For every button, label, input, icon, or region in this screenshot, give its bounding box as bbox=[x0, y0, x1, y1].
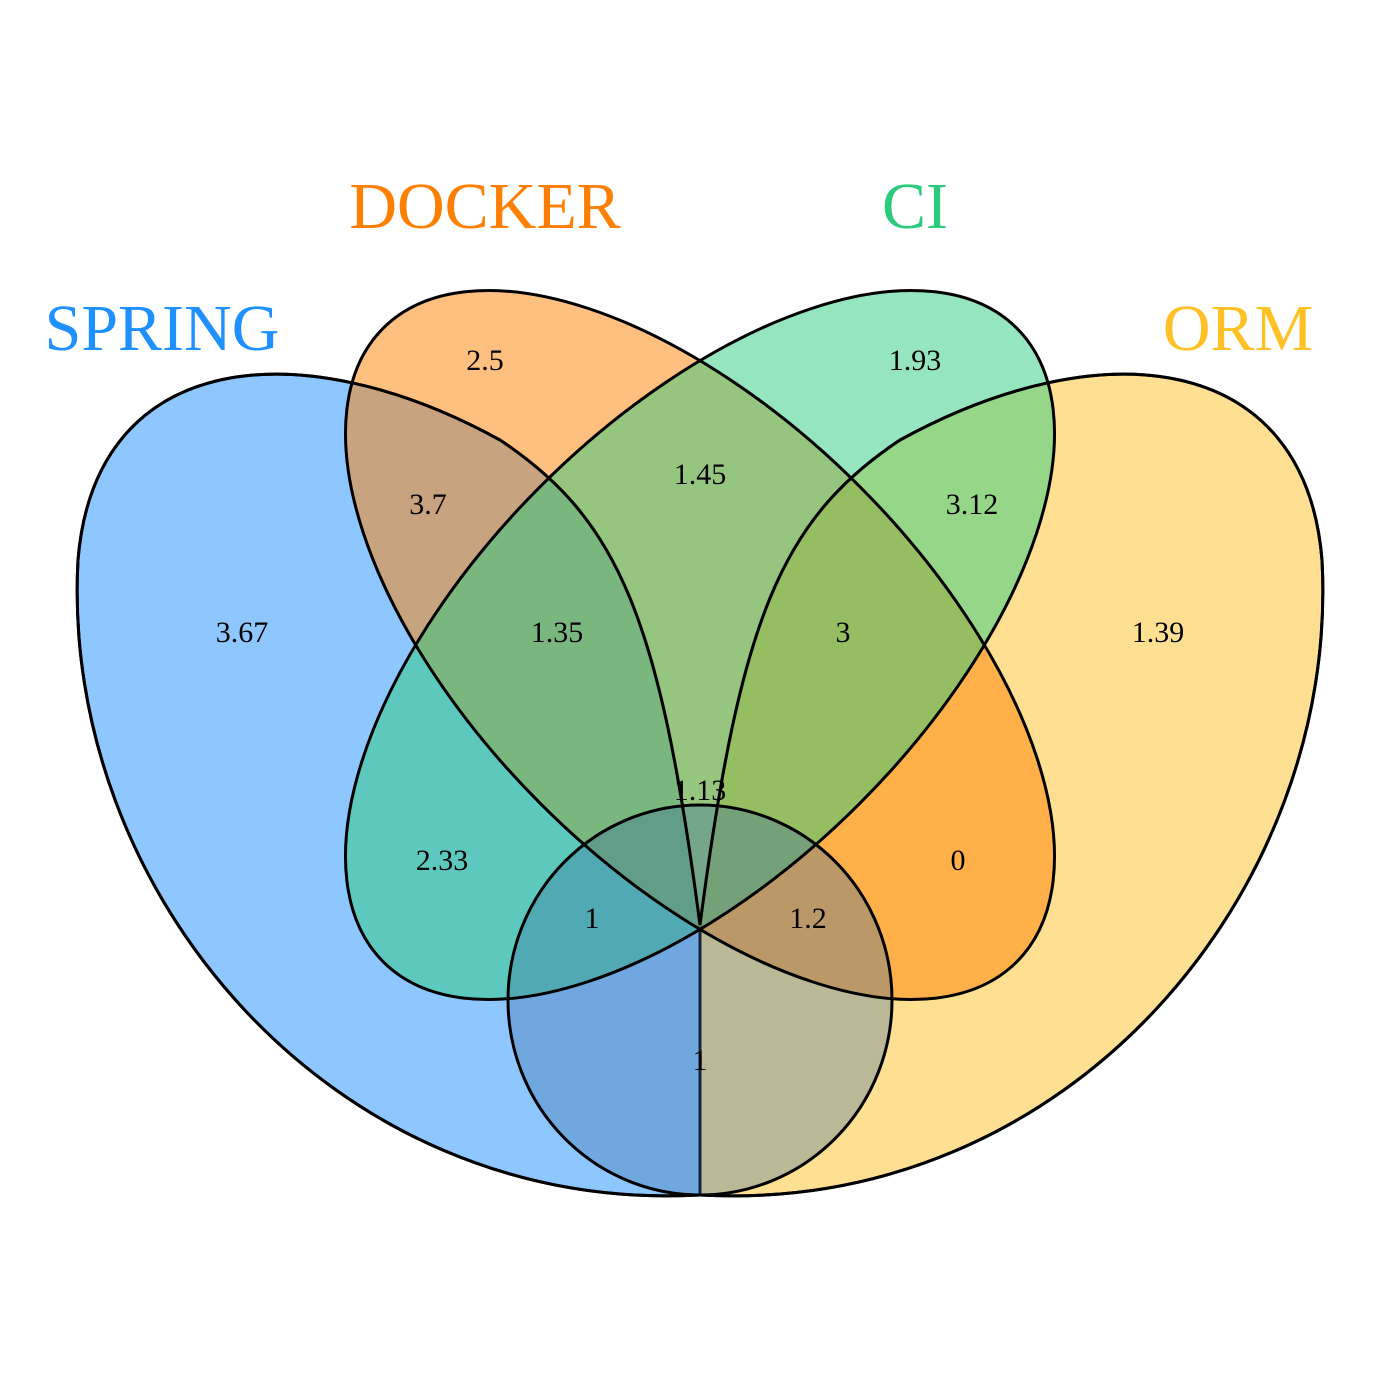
docker-label: DOCKER bbox=[349, 170, 620, 243]
region-spring-ci: 2.33 bbox=[416, 844, 469, 877]
set-outlines bbox=[75, 289, 1325, 1198]
region-all-four: 1.13 bbox=[674, 774, 727, 807]
orm-outline bbox=[698, 372, 1325, 1198]
region-ci-orm: 3.12 bbox=[946, 488, 999, 521]
region-ci-only: 1.93 bbox=[889, 344, 942, 377]
region-docker-orm: 0 bbox=[951, 844, 966, 877]
set-fills bbox=[75, 290, 1325, 1198]
region-docker-only: 2.5 bbox=[466, 344, 504, 377]
region-spring-docker-orm: 1.2 bbox=[789, 902, 827, 935]
region-docker-ci-orm: 3 bbox=[836, 616, 851, 649]
region-spring-docker-ci: 1.35 bbox=[531, 616, 584, 649]
region-orm-only: 1.39 bbox=[1132, 616, 1185, 649]
region-spring-docker: 3.7 bbox=[409, 488, 447, 521]
ci-set-shape bbox=[345, 290, 1055, 1000]
spring-outline bbox=[75, 372, 702, 1198]
region-values: 3.67 2.5 1.93 1.39 3.7 1.45 3.12 1.35 3 … bbox=[216, 344, 1185, 1077]
docker-outline bbox=[344, 289, 1056, 1001]
region-spring-only: 3.67 bbox=[216, 616, 269, 649]
spring-orm-lobe-shape bbox=[508, 805, 892, 1195]
region-docker-ci: 1.45 bbox=[674, 458, 727, 491]
region-spring-ci-orm: 1 bbox=[585, 902, 600, 935]
spring-label: SPRING bbox=[45, 292, 280, 365]
orm-label: ORM bbox=[1163, 292, 1313, 365]
spring-orm-lobe-outline bbox=[506, 803, 894, 1197]
ci-label: CI bbox=[882, 170, 948, 243]
region-spring-orm: 1 bbox=[693, 1044, 708, 1077]
ci-outline bbox=[344, 289, 1056, 1001]
